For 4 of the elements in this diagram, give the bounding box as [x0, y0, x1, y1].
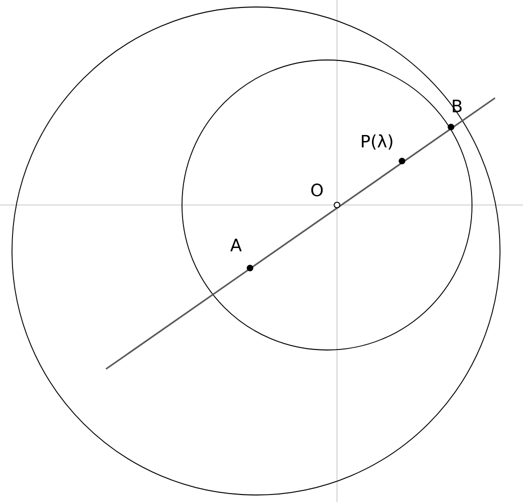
point-label: O — [311, 184, 323, 196]
point-label: B — [452, 100, 462, 112]
point-label: P(λ) — [362, 134, 392, 150]
point-label: A — [230, 238, 242, 252]
